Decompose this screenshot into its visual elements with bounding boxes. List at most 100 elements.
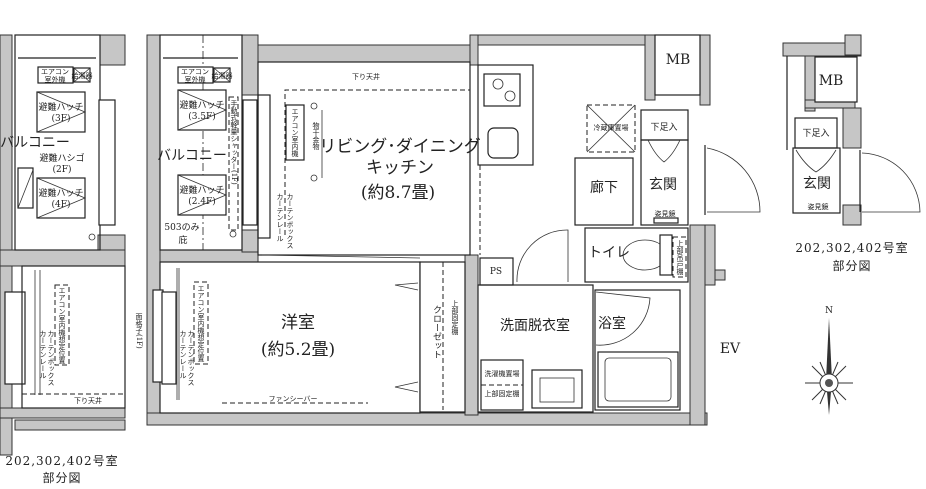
ldk-room — [257, 61, 471, 256]
lowered-ceiling-label: 下り天井 — [352, 72, 380, 81]
hatch-floor-label: (2.4F) — [188, 196, 216, 207]
bathroom-label: 浴室 — [598, 315, 626, 332]
fridge-label: 冷蔵庫置場 — [594, 123, 629, 132]
wall — [99, 34, 126, 66]
eaves-note-label: 503のみ — [164, 222, 199, 233]
hatch-floor-label: (3.5F) — [188, 111, 216, 122]
shutter-label: 手動式軽量シャッター(1F) — [230, 99, 238, 185]
left-partial-plan: バルコニー エアコン 室外機 給湯器 避難ハッチ (3F) 避難ハシゴ (2F)… — [0, 34, 126, 485]
ac-indoor-label: エアコン室内機 — [291, 108, 299, 158]
partial-caption: 202,302,402号室 — [5, 453, 118, 468]
ac-indoor-label: エアコン室内機想定位置 — [197, 285, 205, 362]
washroom-label: 洗面脱衣室 — [500, 317, 570, 334]
hatch-label: 避難ハッチ — [179, 184, 224, 196]
ac-outdoor-label: 室外機 — [185, 75, 206, 84]
fancy-bar-label: ファンシーバー — [269, 395, 318, 403]
hallway — [574, 157, 634, 226]
shoe-box-label: 下足入 — [650, 122, 677, 133]
ps-label: PS — [490, 267, 502, 277]
stove — [483, 73, 521, 107]
ladder-floor-label: (2F) — [53, 164, 72, 175]
window — [4, 291, 26, 385]
entrance-label: 玄関 — [649, 176, 677, 193]
main-plan: 下り天井 リビング･ダイニング キッチン (約8.7畳) 洋室 (約5.2畳) … — [135, 34, 761, 426]
curtain-box-label: カーテンボックス — [187, 330, 195, 386]
curtain-rail-label: カーテンレール — [179, 330, 187, 379]
ac-outdoor-unit — [177, 66, 214, 84]
fridge-space — [586, 104, 636, 153]
ac-outdoor-label: エアコン — [181, 68, 209, 76]
wall — [0, 34, 13, 456]
hatch-floor-label: (4F) — [52, 199, 71, 210]
balcony-label: バルコニー — [0, 135, 70, 151]
window-grille-label: 面格子(1F) — [135, 313, 143, 349]
ac-outdoor-label: エアコン — [41, 68, 69, 76]
right-partial-plan: MB 下足入 玄関 姿見鏡 202,302,402号室 部分図 — [782, 34, 921, 273]
shoe-box — [794, 117, 838, 149]
balcony-label: バルコニー — [157, 148, 227, 164]
closet-label: クローゼット — [431, 305, 442, 359]
shoe-box — [640, 109, 689, 141]
drying-hardware-label: 物干金物 — [312, 121, 320, 151]
shoe-box-label: 下足入 — [802, 128, 829, 139]
hatch-floor-label: (3F) — [52, 113, 71, 124]
window — [161, 291, 177, 385]
water-heater-label: 給湯器 — [72, 71, 93, 80]
north-label: N — [825, 306, 833, 316]
western-room-size: (約5.2畳) — [261, 340, 335, 360]
hallway-label: 廊下 — [590, 179, 618, 196]
pipe-space — [479, 257, 514, 286]
mirror-label: 姿見鏡 — [655, 209, 676, 218]
wall — [0, 407, 126, 419]
window — [242, 99, 258, 226]
meter-box — [814, 56, 858, 103]
washer-label: 洗濯機置場 — [485, 369, 520, 378]
partial-caption: 部分図 — [832, 258, 871, 273]
ladder-label: 避難ハシゴ — [39, 152, 84, 164]
ev-label: EV — [720, 341, 741, 357]
room-area — [21, 265, 126, 409]
bathtub — [597, 351, 679, 408]
lowered-ceiling-label: 下り天井 — [74, 396, 102, 405]
ldk-size: (約8.7畳) — [361, 183, 435, 203]
ac-indoor-unit — [285, 104, 305, 161]
curtain-box — [257, 94, 271, 239]
bathroom — [594, 289, 681, 411]
shutter — [228, 96, 239, 231]
compass-icon: N — [805, 306, 853, 415]
sink — [487, 127, 519, 159]
ac-outdoor-label: 室外機 — [45, 75, 66, 84]
mirror-label: 姿見鏡 — [808, 202, 829, 211]
entrance-door — [861, 152, 921, 213]
water-heater-label: 給湯器 — [212, 71, 233, 80]
hatch-label: 避難ハッチ — [179, 99, 224, 111]
ldk-label: リビング･ダイニング — [319, 137, 481, 157]
eaves-label: 庇 — [178, 234, 187, 246]
partial-caption: 部分図 — [42, 470, 81, 485]
escape-hatch — [36, 91, 86, 133]
curtain-rail-label: カーテンレール — [276, 193, 284, 242]
mb-label: MB — [819, 73, 844, 89]
toilet-label: トイレ — [588, 245, 630, 261]
window — [98, 99, 116, 226]
escape-hatch — [177, 174, 227, 216]
washroom — [477, 284, 594, 413]
hatch-label: 避難ハッチ — [38, 101, 83, 113]
curtain-box-label: カーテンボックス — [286, 193, 294, 249]
closet-shelf-label: 上部固定棚 — [451, 299, 459, 336]
entrance-door — [706, 147, 761, 213]
western-room-label: 洋室 — [281, 313, 315, 333]
shelf-label: 上部固定棚 — [485, 389, 520, 398]
ac-indoor-label: エアコン室内機想定位置 — [58, 287, 66, 364]
wall — [0, 249, 126, 267]
meter-box — [654, 34, 701, 96]
escape-hatch — [36, 177, 86, 219]
entrance-label: 玄関 — [803, 175, 831, 192]
curtain-rail-label: カーテンレール — [39, 330, 47, 379]
toilet-shelf-label: 上部吊戸棚 — [676, 239, 684, 276]
ac-outdoor-unit — [37, 66, 74, 84]
partial-caption: 202,302,402号室 — [795, 240, 908, 255]
curtain-box-label: カーテンボックス — [47, 330, 55, 386]
entrance — [640, 139, 689, 226]
